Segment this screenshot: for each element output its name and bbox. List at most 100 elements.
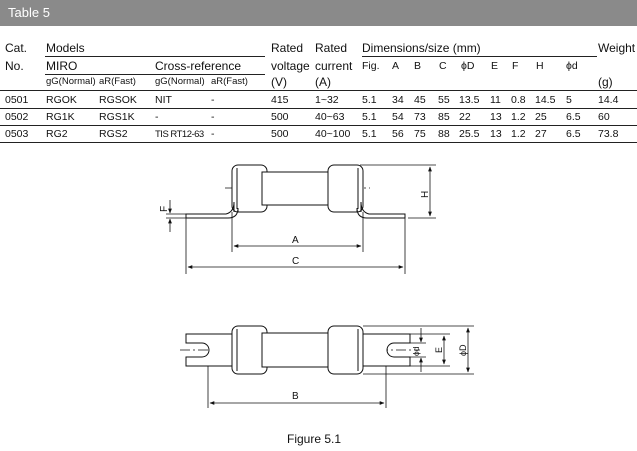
row-cross-gg: TIS RT12-63 xyxy=(155,129,204,140)
miro-underline xyxy=(45,74,265,75)
row-h: 27 xyxy=(535,128,547,140)
label-a: A xyxy=(292,235,299,246)
header-cross-gg: gG(Normal) xyxy=(155,76,205,87)
label-e: E xyxy=(434,347,444,353)
row-miro-ar: RGS2 xyxy=(99,128,128,140)
row-miro-gg: RG2 xyxy=(46,128,68,140)
row-e: 11 xyxy=(490,94,501,106)
row-current: 40~100 xyxy=(315,128,351,140)
row-miro-ar: RGSOK xyxy=(99,94,137,106)
row-miro-gg: RG1K xyxy=(46,111,75,123)
row-f: 0.8 xyxy=(511,94,526,106)
header-dimensions: Dimensions/size (mm) xyxy=(362,41,481,55)
row-weight: 14.4 xyxy=(598,94,619,106)
header-dim-h: H xyxy=(536,60,544,72)
header-dim-phiD: ϕD xyxy=(461,60,475,72)
row-fig: 5.1 xyxy=(362,94,377,106)
header-dim-f: F xyxy=(512,60,519,72)
label-f: F xyxy=(159,206,170,212)
dimension-c xyxy=(185,218,406,274)
header-voltage-unit: (V) xyxy=(271,75,287,89)
header-rated-1: Rated xyxy=(271,41,304,55)
dimension-e xyxy=(410,333,450,367)
row-divider xyxy=(0,108,637,109)
header-current-unit: (A) xyxy=(315,75,331,89)
row-c: 85 xyxy=(438,111,450,123)
row-phiD: 25.5 xyxy=(459,128,480,140)
header-current: current xyxy=(315,59,353,73)
fuse-top-view xyxy=(180,325,420,375)
row-a: 54 xyxy=(392,111,404,123)
header-rated-2: Rated xyxy=(315,41,348,55)
header-dim-e: E xyxy=(491,60,499,72)
header-dim-phid: ϕd xyxy=(566,60,578,72)
row-a: 34 xyxy=(392,94,404,106)
row-h: 14.5 xyxy=(535,94,556,106)
row-voltage: 415 xyxy=(271,94,289,106)
row-miro-gg: RGOK xyxy=(46,94,77,106)
header-fig: Fig. xyxy=(362,60,380,72)
row-cross-ar: - xyxy=(211,111,215,123)
fuse-side-view xyxy=(185,164,406,219)
label-h: H xyxy=(420,191,431,198)
row-phiD: 22 xyxy=(459,111,471,123)
header-models: Models xyxy=(46,41,85,55)
row-weight: 73.8 xyxy=(598,128,619,140)
row-fig: 5.1 xyxy=(362,128,377,140)
dimension-f xyxy=(166,200,186,232)
row-c: 88 xyxy=(438,128,450,140)
table-title: Table 5 xyxy=(8,5,50,20)
label-phiD: ϕD xyxy=(458,344,468,356)
row-cat: 0501 xyxy=(5,94,29,106)
header-cat: Cat. xyxy=(5,41,28,55)
row-phid: 6.5 xyxy=(566,128,581,140)
row-current: 1~32 xyxy=(315,94,339,106)
header-miro: MIRO xyxy=(46,59,78,73)
row-cross-ar: - xyxy=(211,128,215,140)
header-miro-gg: gG(Normal) xyxy=(46,76,96,87)
row-weight: 60 xyxy=(598,111,610,123)
row-b: 75 xyxy=(414,128,426,140)
row-a: 56 xyxy=(392,128,404,140)
row-voltage: 500 xyxy=(271,128,289,140)
header-dim-b: B xyxy=(414,60,422,72)
row-cat: 0502 xyxy=(5,111,29,123)
row-f: 1.2 xyxy=(511,111,526,123)
row-voltage: 500 xyxy=(271,111,289,123)
row-f: 1.2 xyxy=(511,128,526,140)
row-e: 13 xyxy=(490,128,502,140)
header-weight: Weight xyxy=(598,41,636,55)
row-cross-gg: NIT xyxy=(155,94,172,106)
row-phiD: 13.5 xyxy=(459,94,480,106)
row-b: 73 xyxy=(414,111,426,123)
label-phid: ϕd xyxy=(411,346,421,356)
dimension-phiD xyxy=(363,325,474,375)
header-cross-ar: aR(Fast) xyxy=(211,76,248,87)
row-c: 55 xyxy=(438,94,450,106)
header-weight-unit: (g) xyxy=(598,75,613,89)
figure-caption: Figure 5.1 xyxy=(287,432,341,446)
header-voltage: voltage xyxy=(271,59,310,73)
models-underline xyxy=(45,56,265,57)
row-phid: 6.5 xyxy=(566,111,581,123)
label-b: B xyxy=(292,391,299,402)
row-current: 40~63 xyxy=(315,111,345,123)
row-phid: 5 xyxy=(566,94,572,106)
dimension-h xyxy=(360,164,436,219)
row-h: 25 xyxy=(535,111,547,123)
table-bottom-rule xyxy=(0,142,637,143)
row-divider xyxy=(0,125,637,126)
label-c: C xyxy=(292,256,299,267)
dimension-b xyxy=(207,366,387,408)
dimensions-underline xyxy=(362,56,597,57)
row-cross-gg: - xyxy=(155,111,159,123)
header-no: No. xyxy=(5,59,24,73)
row-e: 13 xyxy=(490,111,502,123)
header-dim-a: A xyxy=(392,60,400,72)
header-miro-ar: aR(Fast) xyxy=(99,76,136,87)
row-b: 45 xyxy=(414,94,426,106)
row-cross-ar: - xyxy=(211,94,215,106)
dimension-a xyxy=(231,212,364,252)
row-cat: 0503 xyxy=(5,128,29,140)
